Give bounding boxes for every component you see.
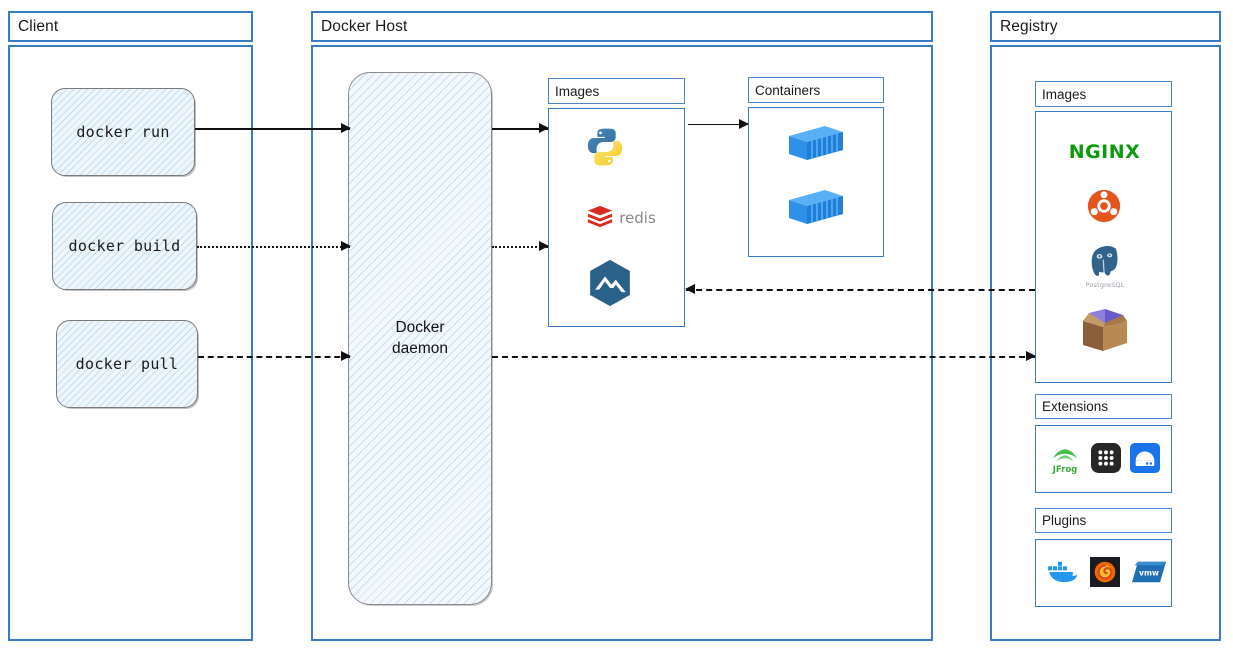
connector-line	[492, 128, 548, 130]
open-box-icon	[1074, 302, 1136, 358]
docker-daemon-label-line1: Docker	[395, 318, 445, 336]
jfrog-logo-text: JFrog	[1052, 464, 1078, 475]
registry-panel-title: Registry	[990, 11, 1221, 42]
storage-disk-icon	[1129, 442, 1161, 474]
app-grid-icon	[1090, 442, 1122, 474]
jfrog-logo-icon: JFrog	[1045, 440, 1085, 480]
host-panel-title-label: Docker Host	[321, 17, 408, 35]
containers-body	[748, 107, 884, 257]
connector-line	[688, 124, 748, 125]
grafana-logo-icon	[1089, 556, 1121, 588]
arrowhead-right-icon	[539, 123, 549, 133]
arrowhead-right-icon	[341, 351, 351, 361]
registry-images-title: Images	[1035, 81, 1172, 107]
arrowhead-right-icon	[1026, 351, 1036, 361]
docker-run-box[interactable]: docker run	[51, 88, 195, 176]
arrowhead-right-icon	[739, 119, 749, 129]
client-panel-title-label: Client	[18, 17, 59, 35]
registry-extensions-title: Extensions	[1035, 394, 1172, 419]
python-logo-icon	[583, 125, 627, 169]
connector-line	[492, 246, 548, 248]
host-images-title: Images	[548, 78, 685, 104]
docker-pull-label: docker pull	[75, 355, 179, 373]
shipping-container-icon	[785, 124, 847, 164]
docker-daemon-label: Docker daemon	[392, 318, 448, 360]
docker-build-label: docker build	[68, 237, 181, 255]
arrowhead-right-icon	[539, 241, 549, 251]
connector-line	[686, 289, 1035, 291]
connector-line	[198, 356, 350, 358]
vmware-logo-icon: vmw	[1131, 556, 1167, 588]
host-images-title-label: Images	[555, 83, 600, 99]
nginx-logo-icon: NGINX	[1046, 138, 1163, 166]
arrowhead-right-icon	[341, 241, 351, 251]
alpine-logo-icon	[587, 259, 633, 307]
registry-plugins-body: vmw	[1035, 539, 1172, 607]
arrowhead-right-icon	[341, 123, 351, 133]
vmware-logo-text: vmw	[1139, 568, 1159, 577]
ubuntu-logo-icon	[1086, 188, 1122, 224]
nginx-logo-text: NGINX	[1068, 141, 1141, 163]
registry-extensions-title-label: Extensions	[1042, 399, 1109, 414]
connector-line	[195, 128, 350, 130]
registry-images-body: NGINX PostgreSQL	[1035, 111, 1172, 383]
client-panel-title: Client	[8, 11, 253, 42]
registry-plugins-title-label: Plugins	[1042, 513, 1087, 528]
docker-daemon-box[interactable]: Docker daemon	[348, 72, 492, 605]
arrowhead-left-icon	[685, 284, 695, 294]
docker-pull-box[interactable]: docker pull	[56, 320, 198, 408]
containers-title: Containers	[748, 77, 884, 103]
registry-extensions-body: JFrog	[1035, 425, 1172, 493]
redis-logo-text: redis	[619, 209, 656, 227]
connector-line	[492, 356, 1035, 358]
shipping-container-icon	[785, 188, 847, 228]
registry-plugins-title: Plugins	[1035, 508, 1172, 533]
redis-logo-icon: redis	[571, 201, 671, 235]
postgresql-logo-icon: PostgreSQL	[1076, 242, 1134, 290]
docker-whale-icon	[1043, 556, 1081, 588]
postgresql-logo-text: PostgreSQL	[1085, 280, 1125, 289]
containers-title-label: Containers	[755, 82, 821, 98]
host-panel-title: Docker Host	[311, 11, 933, 42]
docker-build-box[interactable]: docker build	[52, 202, 197, 290]
docker-run-label: docker run	[76, 123, 170, 141]
connector-line	[197, 246, 350, 248]
registry-panel-title-label: Registry	[1000, 17, 1058, 35]
host-images-body: redis	[548, 108, 685, 327]
docker-daemon-label-line2: daemon	[391, 339, 448, 357]
registry-images-title-label: Images	[1042, 86, 1087, 102]
